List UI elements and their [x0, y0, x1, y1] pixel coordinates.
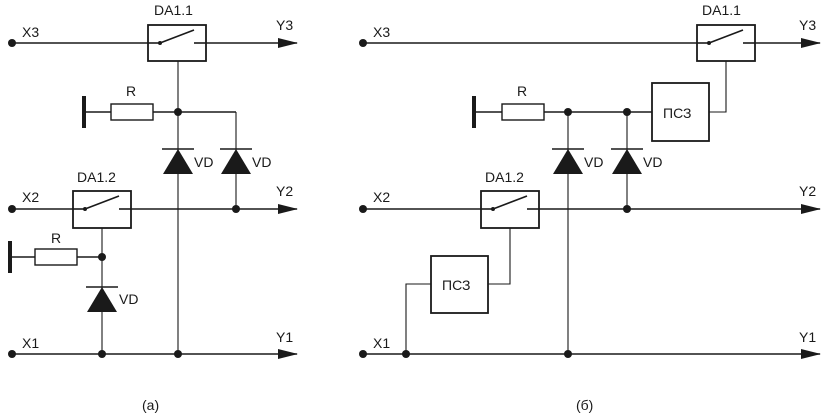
resistor-label-mid: R: [51, 230, 61, 246]
input-label-x1-b: X1: [373, 335, 390, 351]
diode-vd-b: [220, 148, 252, 174]
diagram-a: X3 Y3 DA1.1 X2 Y2 DA1.2: [8, 2, 298, 413]
input-label-x3: X3: [22, 24, 39, 40]
diode-label-b-b: VD: [643, 154, 662, 170]
input-label-x1: X1: [22, 335, 39, 351]
diode-vd-a-b: [552, 148, 584, 174]
resistor-r-top: [82, 96, 236, 128]
line-x3-y3: [8, 38, 298, 48]
switch-da1-2-b: [480, 190, 540, 229]
switch-label-da1-1-b: DA1.1: [702, 2, 741, 18]
switch-label-da1-2: DA1.2: [77, 169, 116, 185]
diode-vd-b-b: [611, 148, 643, 174]
block-psz-top: [651, 82, 710, 142]
output-label-y1-b: Y1: [799, 329, 816, 345]
switch-label-da1-1: DA1.1: [154, 2, 193, 18]
block-label-top: ПСЗ: [663, 105, 691, 121]
resistor-r-top-b: [472, 96, 652, 128]
resistor-label-top: R: [126, 83, 136, 99]
switch-da1-2: [72, 190, 132, 229]
diode-vd-a: [162, 148, 194, 174]
caption-b: (б): [576, 397, 593, 413]
line-x2-y2: [8, 204, 298, 214]
block-psz-mid: [430, 255, 489, 314]
output-label-y3: Y3: [276, 17, 293, 33]
output-label-y3-b: Y3: [799, 17, 816, 33]
diode-vd-c: [86, 286, 118, 312]
diode-label-a: VD: [194, 154, 213, 170]
diode-label-c: VD: [119, 291, 138, 307]
line-x3-y3-b: [359, 38, 821, 48]
output-label-y2-b: Y2: [799, 183, 816, 199]
line-x1-y1: [8, 349, 298, 359]
block-label-mid: ПСЗ: [442, 277, 470, 293]
input-label-x2-b: X2: [373, 189, 390, 205]
input-label-x3-b: X3: [373, 24, 390, 40]
switch-da1-1-b: [696, 24, 756, 62]
output-label-y2: Y2: [276, 183, 293, 199]
line-x2-y2-b: [359, 204, 821, 214]
diagram-b: X3 Y3 DA1.1 ПСЗ R: [359, 2, 821, 413]
diode-label-b: VD: [252, 154, 271, 170]
switch-label-da1-2-b: DA1.2: [485, 169, 524, 185]
resistor-label-top-b: R: [517, 83, 527, 99]
resistor-r-mid: [8, 241, 102, 273]
line-x1-y1-b: [359, 349, 821, 359]
caption-a: (а): [142, 397, 159, 413]
diode-label-a-b: VD: [584, 154, 603, 170]
output-label-y1: Y1: [276, 329, 293, 345]
input-label-x2: X2: [22, 189, 39, 205]
switch-da1-1: [147, 24, 207, 62]
